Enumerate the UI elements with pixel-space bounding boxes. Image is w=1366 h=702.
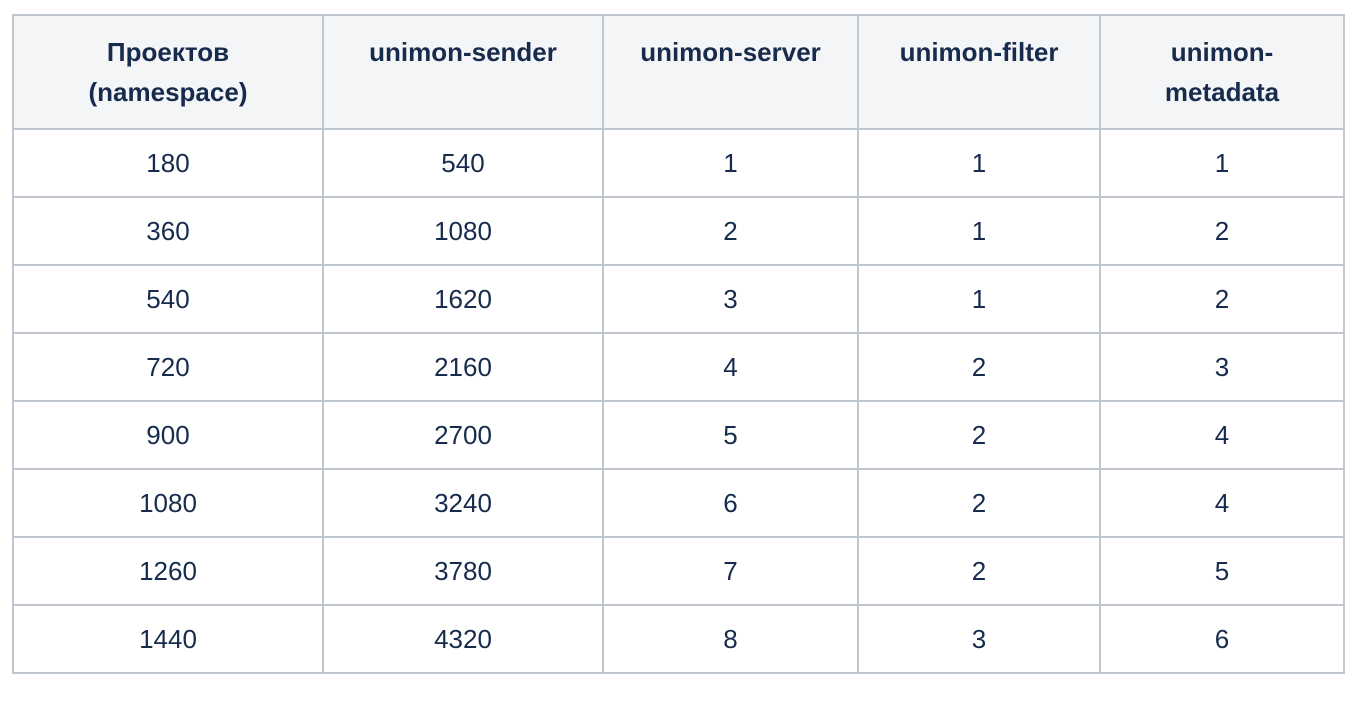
cell-unimon-filter: 2 <box>857 400 1101 470</box>
cell-unimon-metadata: 2 <box>1099 196 1345 266</box>
cell-unimon-server: 1 <box>602 128 859 198</box>
cell-unimon-metadata: 1 <box>1099 128 1345 198</box>
header-unimon-metadata: unimon-metadata <box>1099 14 1345 130</box>
cell-unimon-sender: 3240 <box>322 468 604 538</box>
cell-unimon-metadata: 5 <box>1099 536 1345 606</box>
cell-unimon-server: 2 <box>602 196 859 266</box>
header-unimon-sender: unimon-sender <box>322 14 604 130</box>
scaling-table: Проектов (namespace) unimon-sender unimo… <box>12 14 1345 674</box>
cell-unimon-filter: 2 <box>857 332 1101 402</box>
cell-unimon-sender: 2160 <box>322 332 604 402</box>
cell-projects: 540 <box>12 264 324 334</box>
cell-unimon-sender: 2700 <box>322 400 604 470</box>
cell-projects: 360 <box>12 196 324 266</box>
cell-projects: 1080 <box>12 468 324 538</box>
cell-unimon-metadata: 6 <box>1099 604 1345 674</box>
cell-unimon-sender: 1620 <box>322 264 604 334</box>
cell-unimon-sender: 4320 <box>322 604 604 674</box>
cell-unimon-sender: 3780 <box>322 536 604 606</box>
cell-unimon-metadata: 4 <box>1099 468 1345 538</box>
cell-unimon-metadata: 2 <box>1099 264 1345 334</box>
cell-unimon-sender: 1080 <box>322 196 604 266</box>
cell-unimon-server: 4 <box>602 332 859 402</box>
cell-projects: 1260 <box>12 536 324 606</box>
cell-unimon-server: 5 <box>602 400 859 470</box>
cell-unimon-server: 8 <box>602 604 859 674</box>
cell-unimon-metadata: 3 <box>1099 332 1345 402</box>
cell-unimon-filter: 2 <box>857 536 1101 606</box>
cell-unimon-server: 6 <box>602 468 859 538</box>
cell-projects: 1440 <box>12 604 324 674</box>
cell-unimon-server: 7 <box>602 536 859 606</box>
cell-projects: 900 <box>12 400 324 470</box>
cell-unimon-filter: 1 <box>857 196 1101 266</box>
header-unimon-server: unimon-server <box>602 14 859 130</box>
cell-unimon-filter: 2 <box>857 468 1101 538</box>
cell-unimon-filter: 3 <box>857 604 1101 674</box>
cell-unimon-sender: 540 <box>322 128 604 198</box>
header-row: Проектов (namespace) unimon-sender unimo… <box>12 14 1345 130</box>
header-projects: Проектов (namespace) <box>12 14 324 130</box>
cell-unimon-filter: 1 <box>857 128 1101 198</box>
cell-unimon-server: 3 <box>602 264 859 334</box>
cell-unimon-metadata: 4 <box>1099 400 1345 470</box>
cell-projects: 720 <box>12 332 324 402</box>
cell-unimon-filter: 1 <box>857 264 1101 334</box>
cell-projects: 180 <box>12 128 324 198</box>
header-unimon-filter: unimon-filter <box>857 14 1101 130</box>
